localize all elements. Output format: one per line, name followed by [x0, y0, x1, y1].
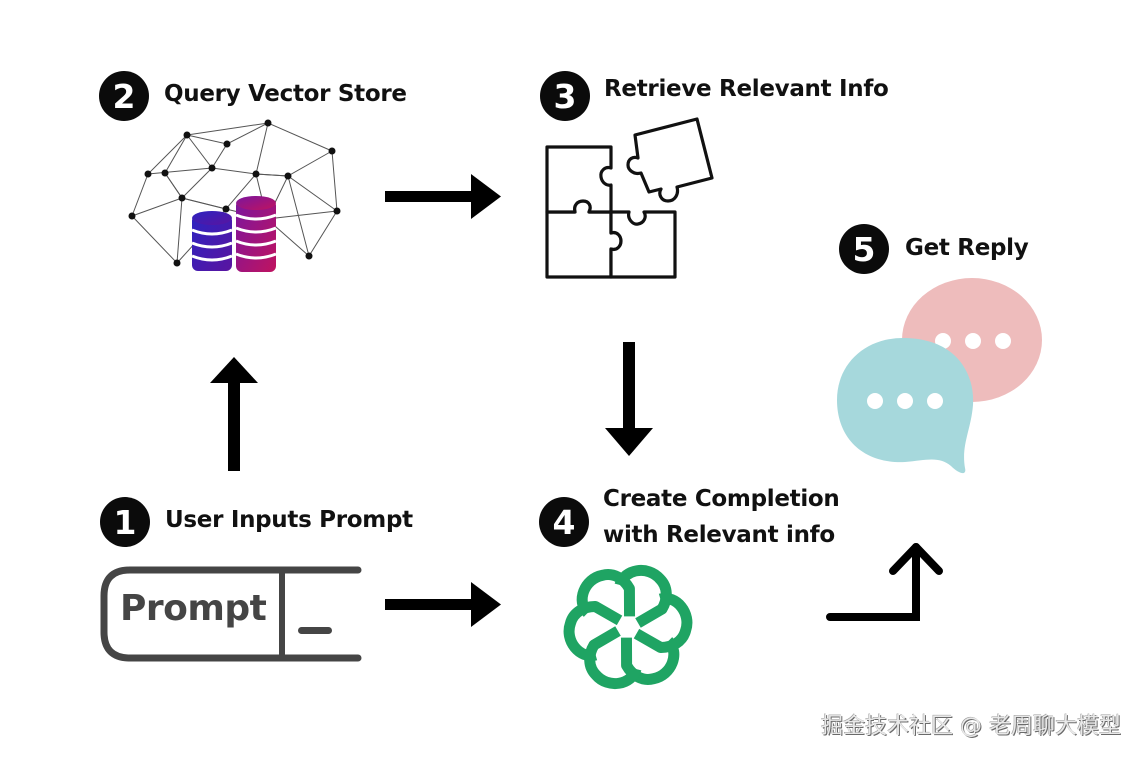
step-2-number: 2	[112, 76, 136, 116]
arrow-right-2-to-3	[385, 174, 501, 219]
prompt-cursor	[298, 627, 332, 634]
step-5-number: 5	[852, 229, 876, 269]
step-2-badge: 2	[99, 71, 149, 121]
puzzle-pieces-icon	[545, 117, 714, 279]
step-5-label: Get Reply	[905, 235, 1029, 261]
arrow-elbow-4-to-5	[826, 543, 943, 621]
database-magenta-icon	[235, 196, 277, 272]
step-4-badge: 4	[539, 497, 589, 547]
step-5-badge: 5	[839, 224, 889, 274]
step-1-number: 1	[113, 502, 137, 542]
step-4-label-line1: Create Completion	[603, 486, 840, 512]
arrow-up-1-to-2	[210, 357, 258, 471]
arrow-down-3-to-4	[605, 342, 653, 456]
prompt-text: Prompt	[120, 588, 267, 629]
watermark-text: 掘金技术社区 @ 老周聊大模型	[821, 714, 1121, 739]
network-lines	[131, 122, 338, 265]
step-2-label: Query Vector Store	[164, 81, 407, 107]
step-3-badge: 3	[540, 71, 590, 121]
step-1-badge: 1	[100, 497, 150, 547]
network-nodes	[128, 119, 341, 267]
prompt-input-icon: Prompt	[100, 566, 365, 662]
step-1-label: User Inputs Prompt	[165, 507, 413, 533]
database-blue-icon	[191, 211, 233, 271]
step-4-label-line2: with Relevant info	[603, 522, 835, 548]
step-3-label: Retrieve Relevant Info	[604, 76, 889, 102]
vector-store-network-database-icon	[128, 119, 341, 272]
step-4-number: 4	[552, 502, 576, 542]
openai-logo-icon	[563, 562, 693, 692]
arrow-right-1-to-4	[385, 582, 501, 627]
step-3-number: 3	[553, 76, 577, 116]
chat-bubble-teal	[837, 338, 974, 474]
chat-bubbles-icon	[837, 278, 1042, 474]
